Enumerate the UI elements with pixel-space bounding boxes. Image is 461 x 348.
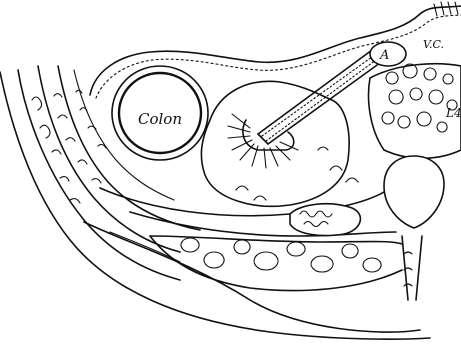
kidney [201, 81, 349, 206]
vertebral-body [384, 156, 444, 300]
aorta-label: A [379, 48, 389, 63]
abdominal-wall [0, 66, 430, 339]
vena-cava-label: V.C. [423, 38, 444, 51]
lower-fascia [84, 222, 420, 332]
colon-label: Colon [138, 110, 182, 128]
aorta: A [370, 42, 406, 66]
lumbar-label: L4 [445, 106, 461, 120]
colon: Colon [112, 66, 208, 160]
psoas-muscle: L4 [369, 64, 461, 158]
